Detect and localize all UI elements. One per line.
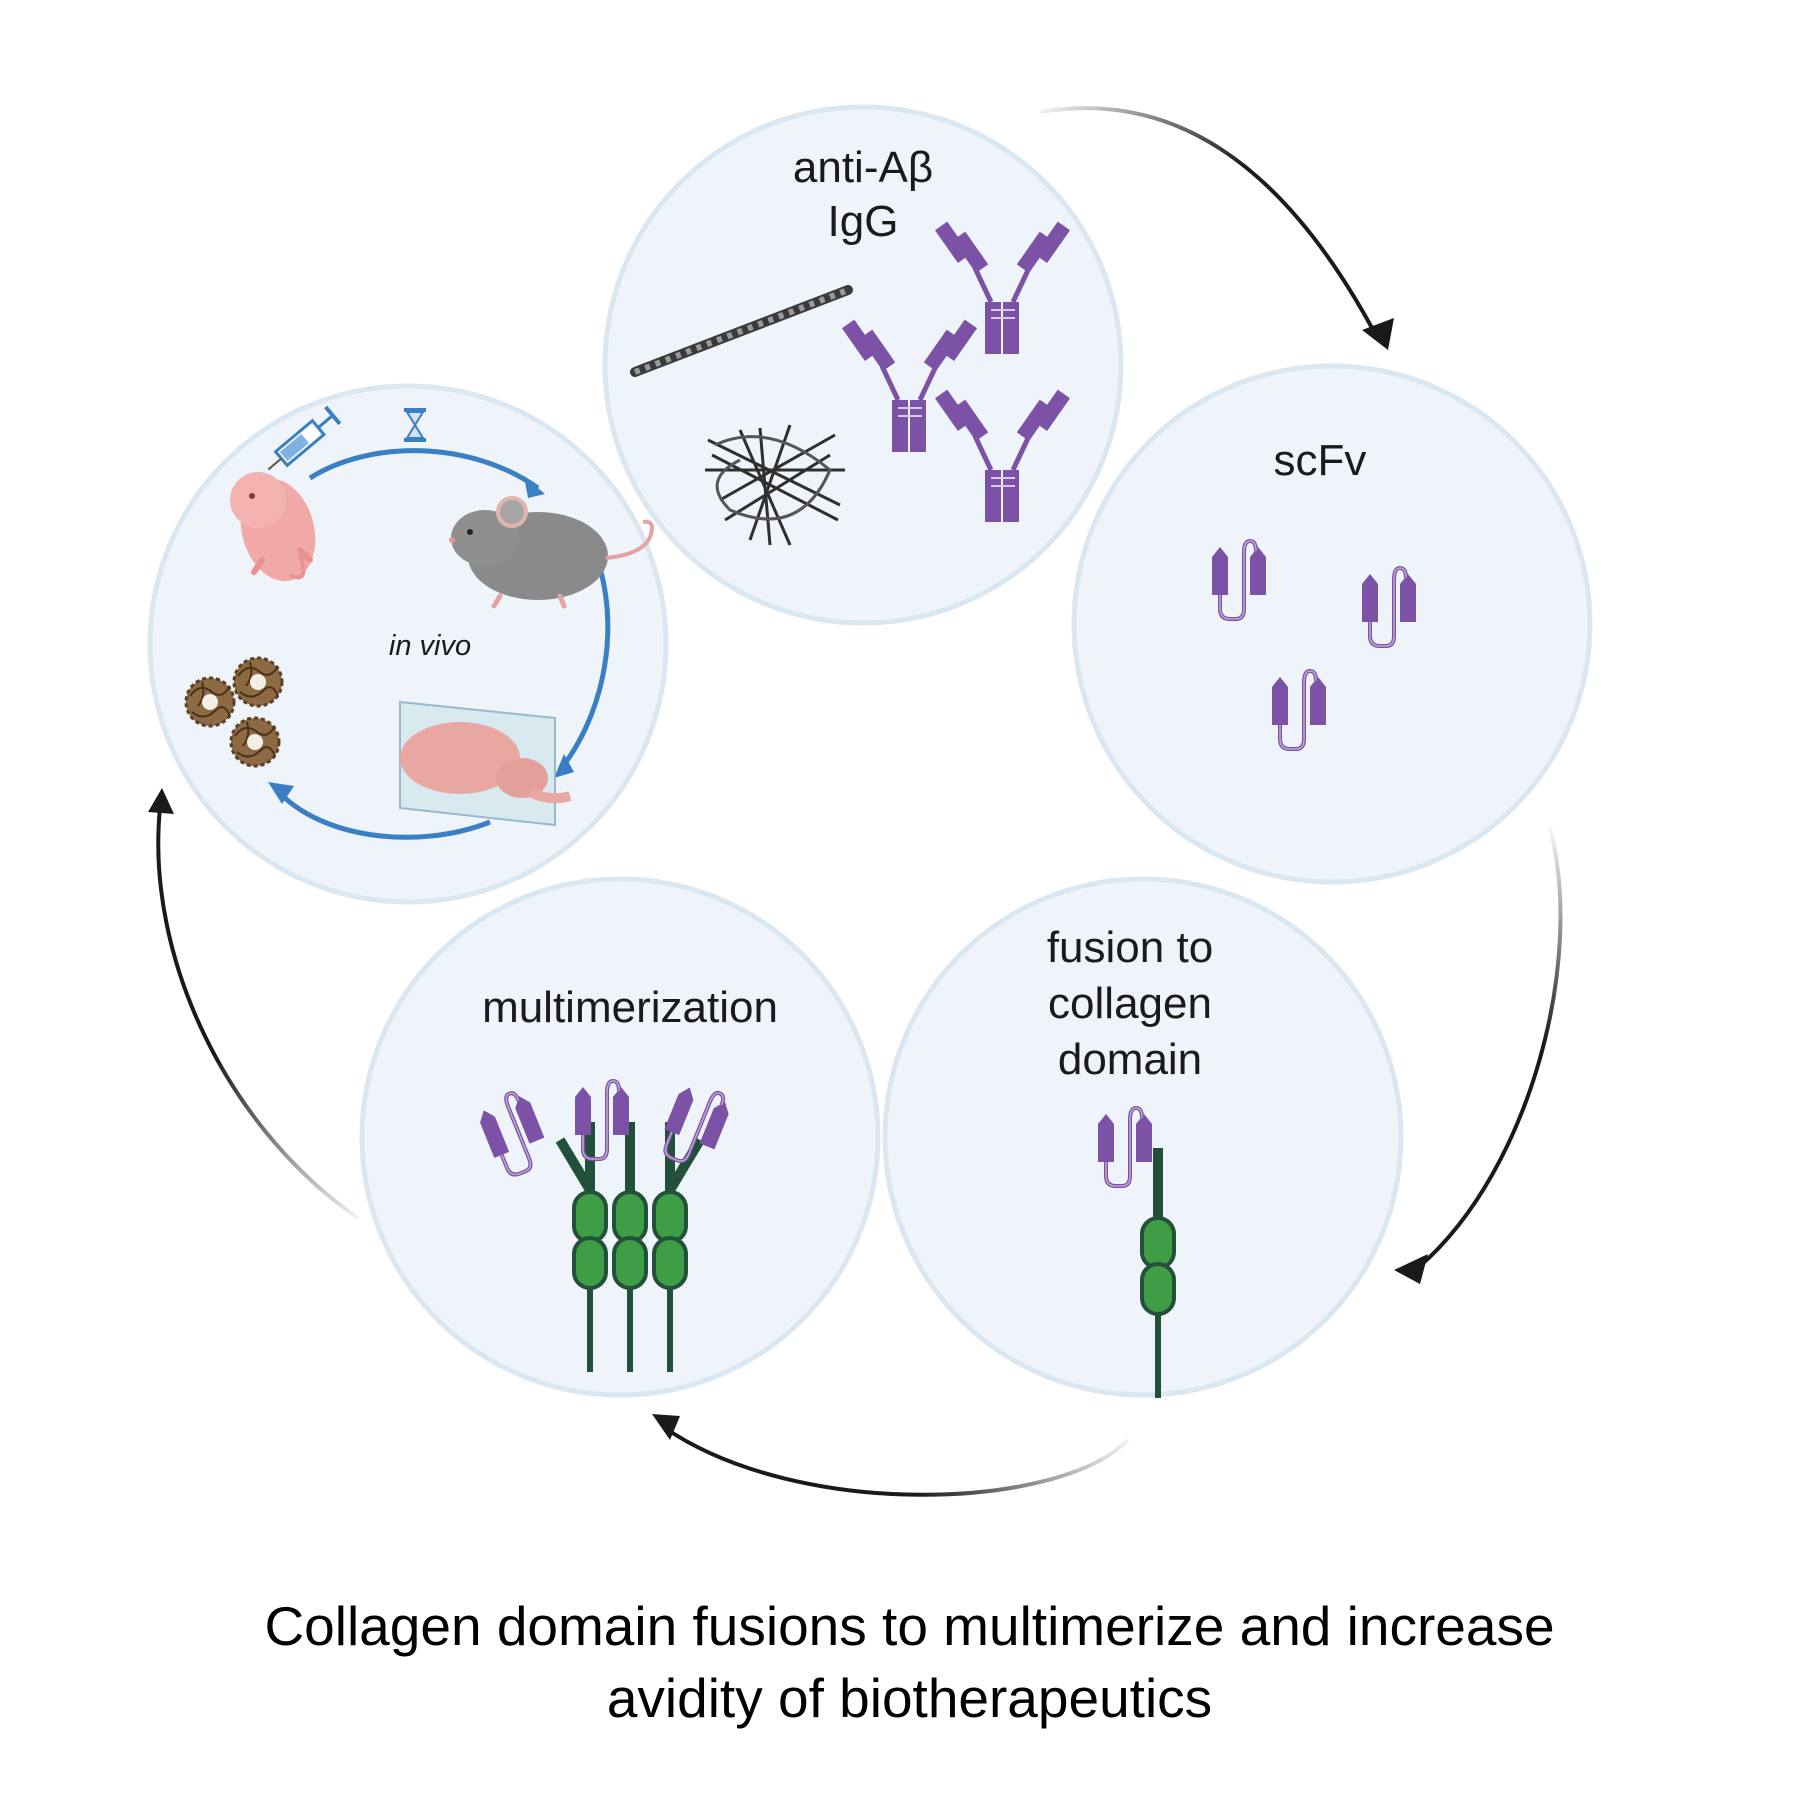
multimer-title: multimerization: [482, 983, 778, 1032]
scfv-title: scFv: [1274, 436, 1367, 485]
in-vivo-arrowheads: [268, 476, 574, 804]
hourglass-icon: [404, 408, 426, 442]
fusion-title-line1: fusion to: [1047, 923, 1213, 972]
amyloid-plaque-icon: [229, 716, 281, 768]
panel-multimerization: [359, 876, 881, 1398]
amyloid-plaque-icon: [232, 656, 284, 708]
cycle-arrow-scfv-to-fusion: [1394, 827, 1563, 1284]
syringe-icon: [267, 405, 342, 471]
cycle-arrow-multimer-to-in-vivo: [148, 788, 360, 1220]
igg-title-line1: anti-Aβ: [793, 143, 933, 192]
trimeric-scfv-collagen-icon: [472, 1077, 737, 1372]
amyloid-aggregate-icon: [705, 424, 845, 546]
panel-scfv: [1071, 363, 1593, 885]
cycle-arrow-fusion-to-multimer: [652, 1414, 1130, 1497]
caption-line1: Collagen domain fusions to multimerize a…: [264, 1595, 1555, 1657]
in-vivo-title: in vivo: [389, 630, 471, 662]
in-vivo-cycle-arrows: [273, 448, 611, 840]
igg-title-line2: IgG: [828, 197, 899, 246]
brain-slice-icon: [399, 700, 572, 827]
neonatal-mouse-icon: [230, 472, 316, 582]
cycle-arrow-igg-to-scfv: [1039, 106, 1394, 350]
adult-mouse-icon: [449, 496, 654, 609]
amyloid-fibril-icon: [630, 285, 853, 377]
figure-caption: Collagen domain fusions to multimerize a…: [0, 1590, 1819, 1734]
fusion-title-line3: domain: [1058, 1035, 1202, 1084]
fusion-title-line2: collagen: [1048, 979, 1212, 1028]
caption-line2: avidity of biotherapeutics: [606, 1667, 1213, 1729]
amyloid-plaque-icon: [184, 676, 236, 728]
